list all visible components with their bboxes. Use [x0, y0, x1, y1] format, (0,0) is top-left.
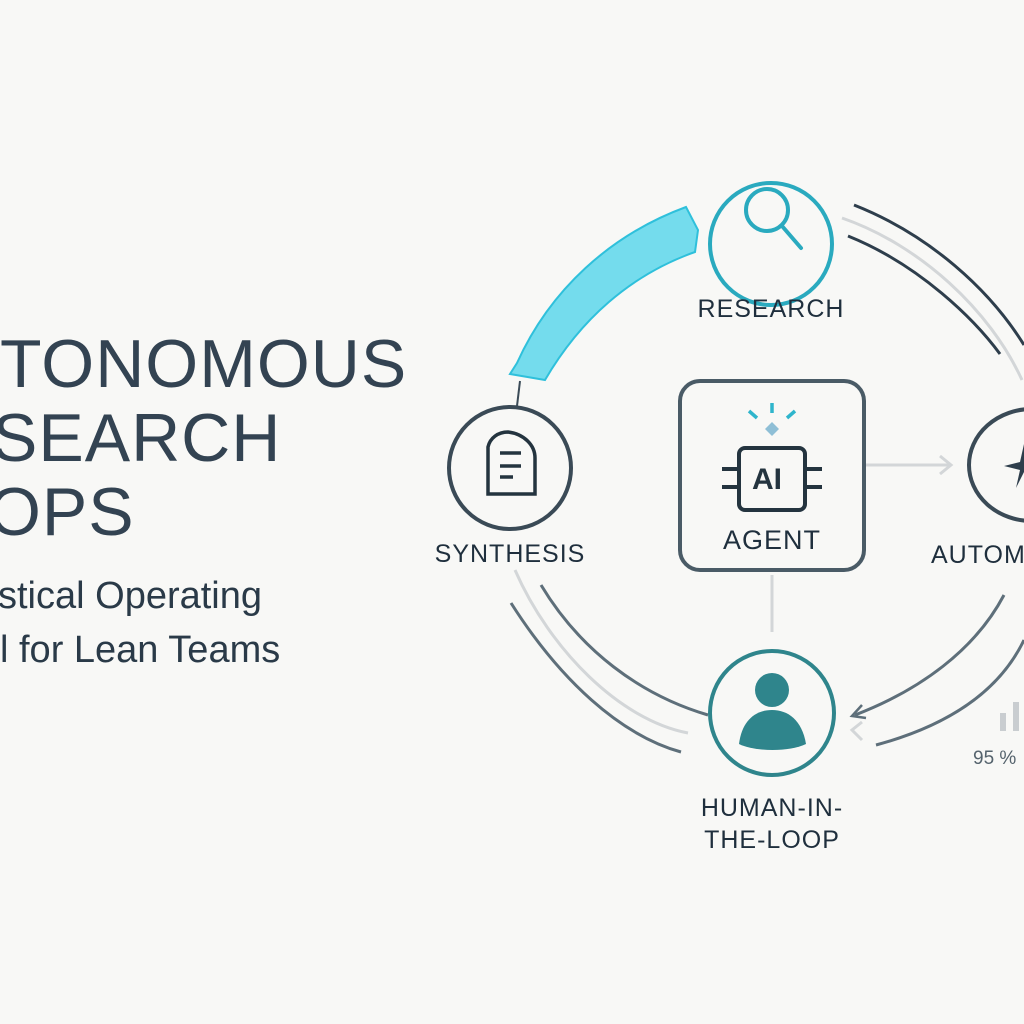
arrowhead [849, 720, 864, 742]
arrowhead [849, 704, 867, 720]
document-icon [486, 430, 537, 496]
loop-arc [875, 639, 1024, 747]
spark-rays-icon [747, 403, 797, 420]
title-line-1: TONOMOUS [0, 326, 408, 402]
magnifier-icon [744, 187, 803, 250]
research-node[interactable] [708, 181, 834, 307]
human-label-line-2: THE-LOOP [704, 826, 840, 854]
sparkle-icon [1004, 444, 1024, 488]
agent-box[interactable] [678, 379, 866, 572]
synthesis-node[interactable] [447, 405, 573, 531]
loop-arc [854, 594, 1006, 717]
agent-label: AGENT [722, 525, 821, 555]
automation-node[interactable] [967, 407, 1024, 523]
loop-arc [853, 203, 1024, 346]
loop-arc [841, 216, 1024, 381]
connector-line [516, 380, 521, 407]
loop-arc [847, 234, 1002, 355]
human-label-line-1: HUMAN-IN- [700, 794, 844, 822]
synthesis-label: SYNTHESIS [434, 540, 586, 568]
subtitle-line-1: stical Operating [0, 575, 263, 617]
automation-label: AUTOM [931, 541, 1024, 569]
title-line-3: OPS [0, 474, 135, 550]
bar-chart-icon [1000, 702, 1019, 731]
ai-chip-icon [722, 446, 822, 512]
title-line-2: SEARCH [0, 400, 282, 476]
person-icon [739, 673, 806, 750]
research-label: RESEARCH [697, 295, 845, 323]
highlight-arc [508, 205, 700, 382]
metric-value: 95 % [973, 748, 1017, 769]
ai-chip-label: AI [752, 463, 782, 496]
loop-arc [509, 602, 682, 754]
arrowhead [939, 454, 954, 476]
subtitle-line-2: l for Lean Teams [0, 629, 281, 671]
diamond-icon [765, 422, 779, 436]
loop-arc [539, 584, 709, 717]
human-node[interactable] [708, 649, 836, 777]
loop-arc [513, 569, 689, 735]
